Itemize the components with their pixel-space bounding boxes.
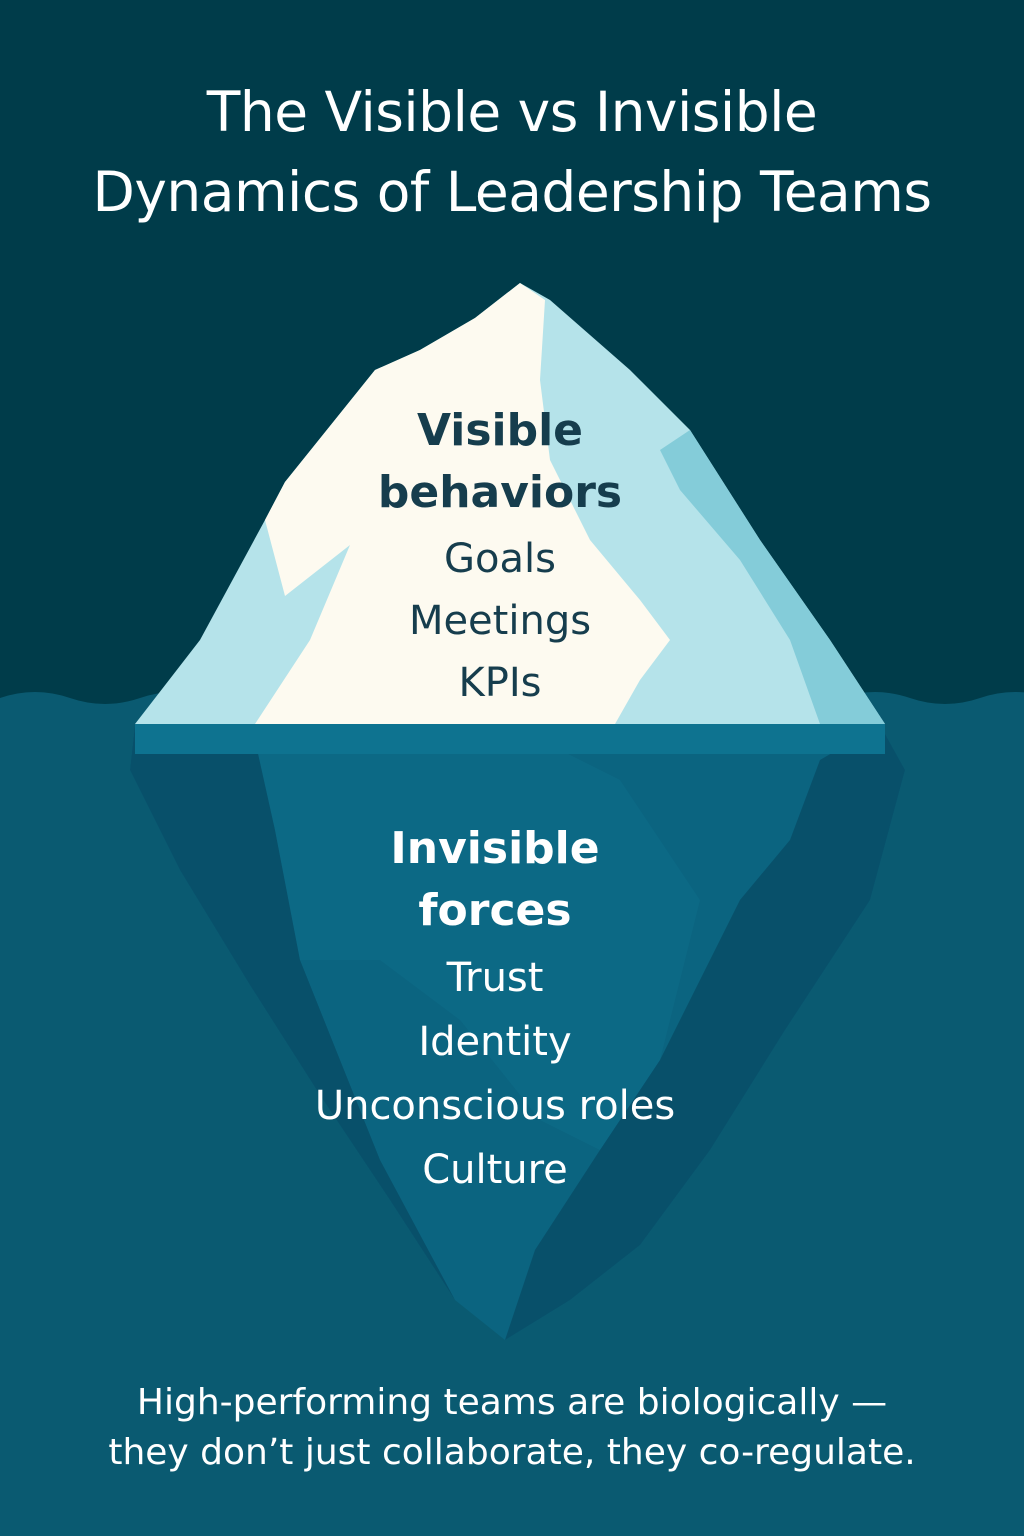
iceberg-tip-light bbox=[255, 283, 670, 724]
invisible-heading-line-2: forces bbox=[418, 885, 572, 936]
visible-behaviors-section: Visible behaviors Goals Meetings KPIs bbox=[330, 400, 670, 714]
underwater-shadow-left bbox=[130, 725, 455, 1300]
title-line-2: Dynamics of Leadership Teams bbox=[92, 160, 932, 224]
caption-line-2: they don’t just collaborate, they co-reg… bbox=[108, 1432, 916, 1473]
invisible-heading: Invisible forces bbox=[270, 818, 720, 942]
visible-item-kpis: KPIs bbox=[458, 660, 542, 706]
visible-heading-line-1: Visible bbox=[416, 405, 584, 456]
underwater-facet-center bbox=[255, 730, 700, 1150]
invisible-item-identity: Identity bbox=[418, 1019, 572, 1065]
invisible-item-culture: Culture bbox=[422, 1147, 568, 1193]
title-line-1: The Visible vs Invisible bbox=[206, 80, 818, 144]
iceberg-tip-dark bbox=[660, 430, 885, 724]
invisible-heading-line-1: Invisible bbox=[390, 823, 600, 874]
visible-heading-line-2: behaviors bbox=[377, 467, 623, 518]
caption-line-1: High-performing teams are biologically — bbox=[136, 1382, 888, 1423]
invisible-forces-section: Invisible forces Trust Identity Unconsci… bbox=[270, 818, 720, 1202]
visible-list: Goals Meetings KPIs bbox=[330, 528, 670, 714]
caption: High-performing teams are biologically —… bbox=[40, 1378, 984, 1478]
visible-heading: Visible behaviors bbox=[330, 400, 670, 524]
waterline bbox=[135, 724, 885, 754]
visible-item-goals: Goals bbox=[444, 536, 556, 582]
invisible-list: Trust Identity Unconscious roles Culture bbox=[270, 946, 720, 1202]
visible-item-meetings: Meetings bbox=[408, 598, 592, 644]
underwater-shadow-right bbox=[505, 725, 905, 1340]
invisible-item-trust: Trust bbox=[446, 955, 544, 1001]
invisible-item-unconscious-roles: Unconscious roles bbox=[314, 1083, 676, 1129]
page-title: The Visible vs Invisible Dynamics of Lea… bbox=[0, 72, 1024, 232]
